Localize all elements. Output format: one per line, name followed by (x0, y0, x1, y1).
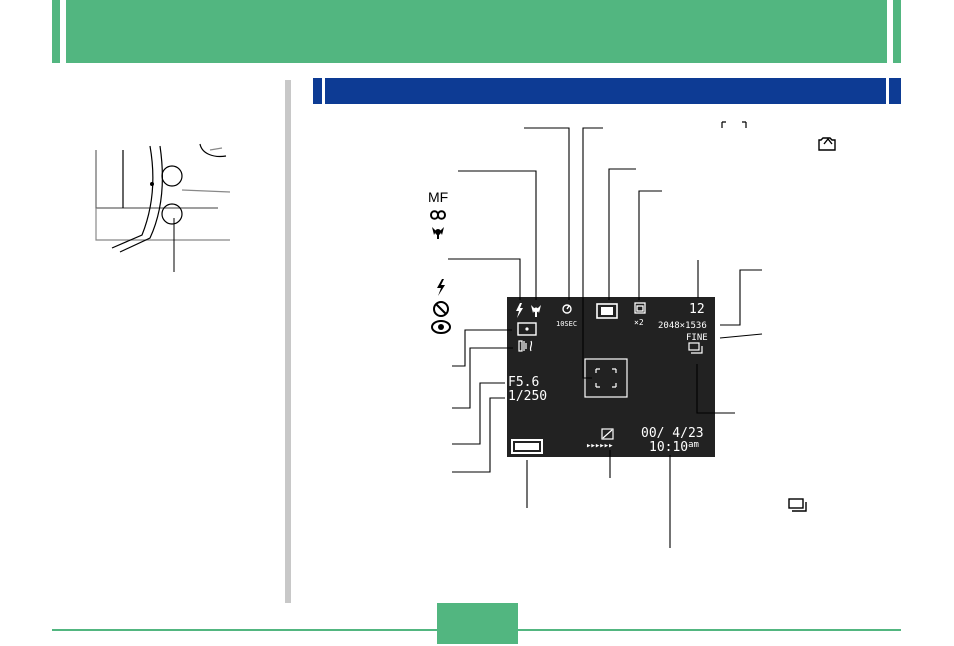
lcd-time-value: 10:10 (649, 440, 689, 455)
section-title-bar (313, 78, 901, 104)
lcd-time: 10:10am (649, 440, 699, 455)
lcd-time-suffix: am (688, 440, 699, 450)
lcd-aperture: F5.6 (508, 375, 540, 390)
lcd-continuous-shutter-icon (688, 342, 703, 354)
manual-focus-label: MF (428, 189, 449, 205)
lcd-battery-icon (511, 439, 543, 454)
lcd-self-timer-icon (562, 304, 572, 314)
red-eye-icon (431, 320, 451, 334)
card-full-icon (818, 137, 836, 151)
focus-frame-icon (721, 121, 747, 128)
lcd-flash-icon (516, 303, 523, 318)
column-divider (285, 80, 291, 603)
infinity-icon (429, 210, 447, 220)
page-number-tab (437, 603, 518, 644)
camera-back-illustration (95, 143, 230, 272)
lcd-ev-arrows: ▸▸▸▸▸▸ (586, 441, 613, 451)
flash-off-icon (433, 301, 449, 317)
top-right-icons (721, 121, 836, 151)
section-bar-stripe (322, 78, 325, 104)
continuous-shutter-icon (788, 498, 807, 512)
lcd-shutter-speed: 1/250 (508, 389, 548, 404)
footer-rule (52, 629, 901, 631)
lcd-spot-metering-icon (517, 322, 537, 336)
flash-mode-icons (431, 279, 451, 334)
lcd-white-balance-icon (518, 340, 533, 352)
page-header (52, 0, 901, 63)
lcd-macro-icon (531, 305, 541, 317)
lcd-date: 00/ 4/23 (641, 426, 704, 441)
lcd-digital-zoom: ×2 (634, 318, 644, 327)
header-stripe (887, 0, 893, 63)
macro-icon (432, 227, 444, 239)
lcd-quality: FINE (686, 333, 708, 343)
focus-mode-icons (429, 210, 447, 239)
lcd-program-mode-icon (596, 303, 618, 319)
lcd-self-timer-label: 10SEC (556, 320, 578, 328)
lcd-ev-icon (601, 428, 614, 440)
lcd-digital-zoom-icon (634, 302, 646, 314)
section-bar-stripe (886, 78, 889, 104)
lcd-resolution: 2048×1536 (658, 321, 707, 331)
header-stripe (60, 0, 66, 63)
lcd-shots-remaining: 12 (689, 302, 705, 317)
flash-icon (437, 279, 445, 296)
